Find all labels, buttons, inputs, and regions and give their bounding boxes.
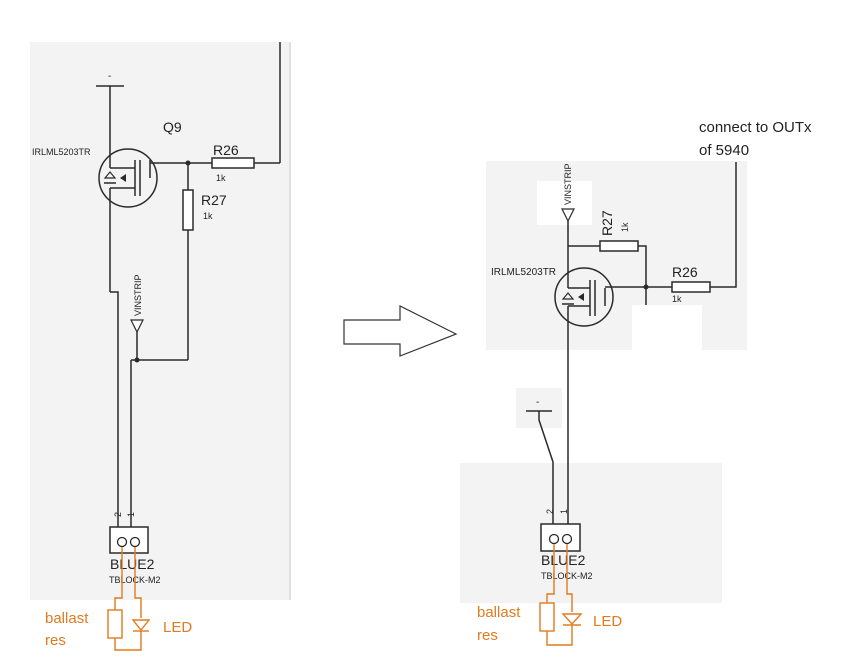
connector-ref-right: BLUE2 (541, 552, 586, 568)
left-schematic: - Q9 IRLML5203TR R26 1k (30, 42, 291, 651)
ballast-label-right: ballast (477, 604, 521, 621)
led-label-right: LED (593, 613, 622, 630)
terminal-hole-2-left (116, 536, 128, 548)
ground-symbol-left: - (96, 71, 124, 150)
pin2-label-left: 2 (113, 512, 123, 517)
terminal-block-left (109, 526, 149, 554)
transistor-part-right: IRLML5203TR (491, 267, 556, 278)
terminal-hole-1-left (129, 536, 141, 548)
right-panel-cutout (537, 181, 592, 225)
r26-ref-right: R26 (672, 264, 698, 280)
resistor-r27-left (182, 189, 194, 231)
r27-ref-right: R27 (599, 210, 615, 236)
vinstrip-port-left (130, 319, 144, 334)
resistor-r26-left (211, 157, 255, 169)
r26-value-left: 1k (216, 173, 226, 183)
led-label-left: LED (163, 619, 192, 636)
transformation-arrow (343, 305, 458, 357)
res-label-left: res (45, 632, 66, 649)
connector-ref-left: BLUE2 (110, 556, 155, 572)
terminal-block-right (540, 523, 581, 552)
ground-symbol-right: - (526, 397, 554, 527)
annotation-ballast-led-right (539, 544, 583, 646)
terminal-hole-1-right (561, 533, 573, 545)
resistor-r27-right (599, 240, 639, 252)
terminal-hole-2-right (548, 533, 560, 545)
resistor-r26-right (671, 281, 711, 293)
right-upper-panel (486, 161, 747, 350)
transistor-part-left: IRLML5203TR (32, 147, 91, 157)
r26-value-right: 1k (672, 294, 682, 304)
left-panel-background (30, 42, 290, 600)
transistor-ref-q9: Q9 (163, 119, 182, 135)
r27-value-left: 1k (203, 211, 213, 221)
annotation-ballast-led-left (107, 547, 151, 651)
svg-text:-: - (536, 397, 539, 408)
ballast-label-left: ballast (45, 610, 89, 627)
junction-dot-gate-right (643, 284, 649, 290)
note-line-1: connect to OUTx (699, 119, 812, 136)
right-panel-cutout-2 (632, 305, 702, 351)
vinstrip-port-right (561, 208, 575, 223)
pin1-label-right: 1 (559, 509, 569, 514)
svg-text:-: - (108, 71, 111, 82)
vinstrip-label-left: VINSTRIP (133, 274, 143, 316)
pin2-label-right: 2 (545, 509, 555, 514)
vinstrip-label-right: VINSTRIP (563, 163, 573, 205)
drain-wire-left (110, 291, 119, 527)
r27-value-right: 1k (620, 222, 630, 232)
r27-ref-left: R27 (201, 192, 227, 208)
right-lower-panel (460, 463, 722, 603)
mosfet-q9-symbol (98, 148, 158, 292)
note-line-2: of 5940 (699, 142, 749, 159)
mosfet-symbol-right (554, 267, 614, 465)
r26-ref-left: R26 (213, 142, 239, 158)
r26-output-wire-right (710, 162, 737, 288)
right-schematic: connect to OUTx of 5940 VINSTRIP R27 1k … (460, 119, 812, 646)
pin1-label-left: 1 (126, 512, 136, 517)
res-label-right: res (477, 627, 498, 644)
